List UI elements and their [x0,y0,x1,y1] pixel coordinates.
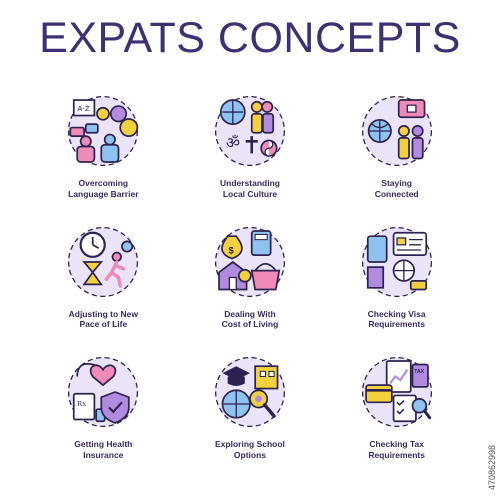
language-barrier-icon: A-Z [68,95,139,167]
tax-requirements-icon: TAX [361,357,432,428]
health-insurance-icon: Rx [68,357,139,428]
cost-of-living-icon: $ [214,226,286,297]
svg-text:Rx: Rx [78,399,87,408]
pace-of-life-icon [68,226,139,297]
page-title: EXPATS CONCEPTS [39,14,461,62]
svg-text:A-Z: A-Z [78,104,91,113]
staying-connected-icon [361,95,432,167]
visa-requirements-icon [361,226,432,297]
local-culture-icon: ॐ [214,95,286,167]
school-options-icon [214,357,286,428]
svg-text:TAX: TAX [414,369,424,375]
stock-id-watermark: 470862998 [487,444,497,490]
svg-text:$: $ [228,245,234,256]
svg-text:ॐ: ॐ [226,134,240,152]
